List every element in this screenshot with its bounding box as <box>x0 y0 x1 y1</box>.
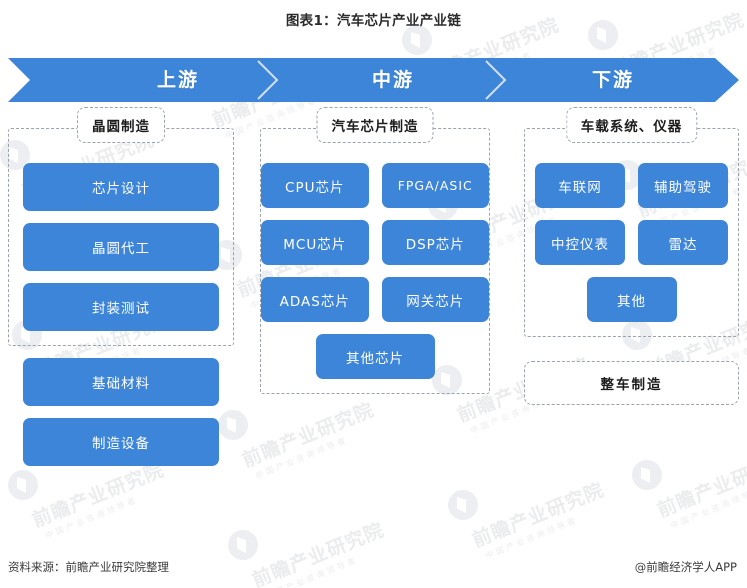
watermark-text: 前瞻产业研究院中国产业咨询领导者 <box>239 398 378 481</box>
node-cpu-chip[interactable]: CPU芯片 <box>261 163 369 208</box>
chip-row: 中控仪表 雷达 <box>525 220 738 265</box>
value-chain-banner: 上游 中游 下游 <box>8 58 739 102</box>
chip-row: CPU芯片 FPGA/ASIC <box>261 163 489 208</box>
banner-stage-upstream: 上游 <box>156 69 199 91</box>
watermark-text: 前瞻产业研究院中国产业咨询领导者 <box>469 478 608 561</box>
group-vehicle-systems-instruments: 车载系统、仪器 车联网 辅助驾驶 中控仪表 雷达 其他 <box>524 107 739 337</box>
node-vehicle-manufacturing[interactable]: 整车制造 <box>524 361 739 405</box>
node-gateway-chip[interactable]: 网关芯片 <box>381 277 489 322</box>
group-title-vehicle-systems-instruments: 车载系统、仪器 <box>565 107 698 143</box>
node-center-console-instrument[interactable]: 中控仪表 <box>535 220 625 265</box>
node-manufacturing-equipment[interactable]: 制造设备 <box>23 418 219 466</box>
chip-row: 车联网 辅助驾驶 <box>525 163 738 208</box>
node-connected-vehicle[interactable]: 车联网 <box>535 163 625 208</box>
node-mcu-chip[interactable]: MCU芯片 <box>261 220 369 265</box>
chip-row: 其他 <box>525 277 738 322</box>
column-midstream: 汽车芯片制造 CPU芯片 FPGA/ASIC MCU芯片 DSP芯片 ADAS芯… <box>260 107 490 394</box>
watermark-text: 前瞻产业研究院中国产业咨询领导者 <box>29 458 168 541</box>
chip-row: MCU芯片 DSP芯片 <box>261 220 489 265</box>
node-other-chips[interactable]: 其他芯片 <box>315 334 435 379</box>
chip-row: 芯片设计 <box>9 163 233 211</box>
node-base-materials[interactable]: 基础材料 <box>23 358 219 406</box>
watermark-text: 前瞻产业研究院中国产业咨询领导者 <box>654 448 747 531</box>
node-dsp-chip[interactable]: DSP芯片 <box>381 220 489 265</box>
column-downstream: 车载系统、仪器 车联网 辅助驾驶 中控仪表 雷达 其他 整车制造 <box>524 107 739 405</box>
source-note: 资料来源：前瞻产业研究院整理 <box>8 560 169 574</box>
group-title-wafer-manufacturing: 晶圆制造 <box>77 107 165 143</box>
node-radar[interactable]: 雷达 <box>638 220 728 265</box>
node-fpga-asic[interactable]: FPGA/ASIC <box>381 163 489 208</box>
watermark-text: 前瞻产业研究院中国产业咨询领导者 <box>249 518 388 588</box>
node-assisted-driving[interactable]: 辅助驾驶 <box>638 163 728 208</box>
group-wafer-manufacturing: 晶圆制造 芯片设计 晶圆代工 封装测试 <box>8 107 234 346</box>
node-adas-chip[interactable]: ADAS芯片 <box>261 277 369 322</box>
node-other[interactable]: 其他 <box>586 277 677 322</box>
upstream-extra-nodes: 基础材料 制造设备 <box>8 358 234 466</box>
group-auto-chip-manufacturing: 汽车芯片制造 CPU芯片 FPGA/ASIC MCU芯片 DSP芯片 ADAS芯… <box>260 107 490 394</box>
node-wafer-foundry[interactable]: 晶圆代工 <box>23 223 219 271</box>
banner-stage-downstream: 下游 <box>591 69 634 91</box>
banner-stage-midstream: 中游 <box>371 69 414 91</box>
chip-row: ADAS芯片 网关芯片 <box>261 277 489 322</box>
group-title-auto-chip-manufacturing: 汽车芯片制造 <box>316 107 434 143</box>
chip-row: 其他芯片 <box>261 334 489 379</box>
column-upstream: 晶圆制造 芯片设计 晶圆代工 封装测试 基础材料 制造设备 <box>8 107 234 466</box>
watermark-logo-icon <box>8 470 38 500</box>
watermark-logo-icon <box>632 460 662 490</box>
page-title: 图表1：汽车芯片产业产业链 <box>285 13 462 29</box>
credit-note: @前瞻经济学人APP <box>634 560 737 574</box>
watermark-logo-icon <box>228 530 258 560</box>
chip-row: 晶圆代工 <box>9 223 233 271</box>
node-packaging-testing[interactable]: 封装测试 <box>23 283 219 331</box>
chip-row: 封装测试 <box>9 283 233 331</box>
watermark-logo-icon <box>402 25 432 55</box>
watermark-logo-icon <box>448 490 478 520</box>
node-chip-design[interactable]: 芯片设计 <box>23 163 219 211</box>
